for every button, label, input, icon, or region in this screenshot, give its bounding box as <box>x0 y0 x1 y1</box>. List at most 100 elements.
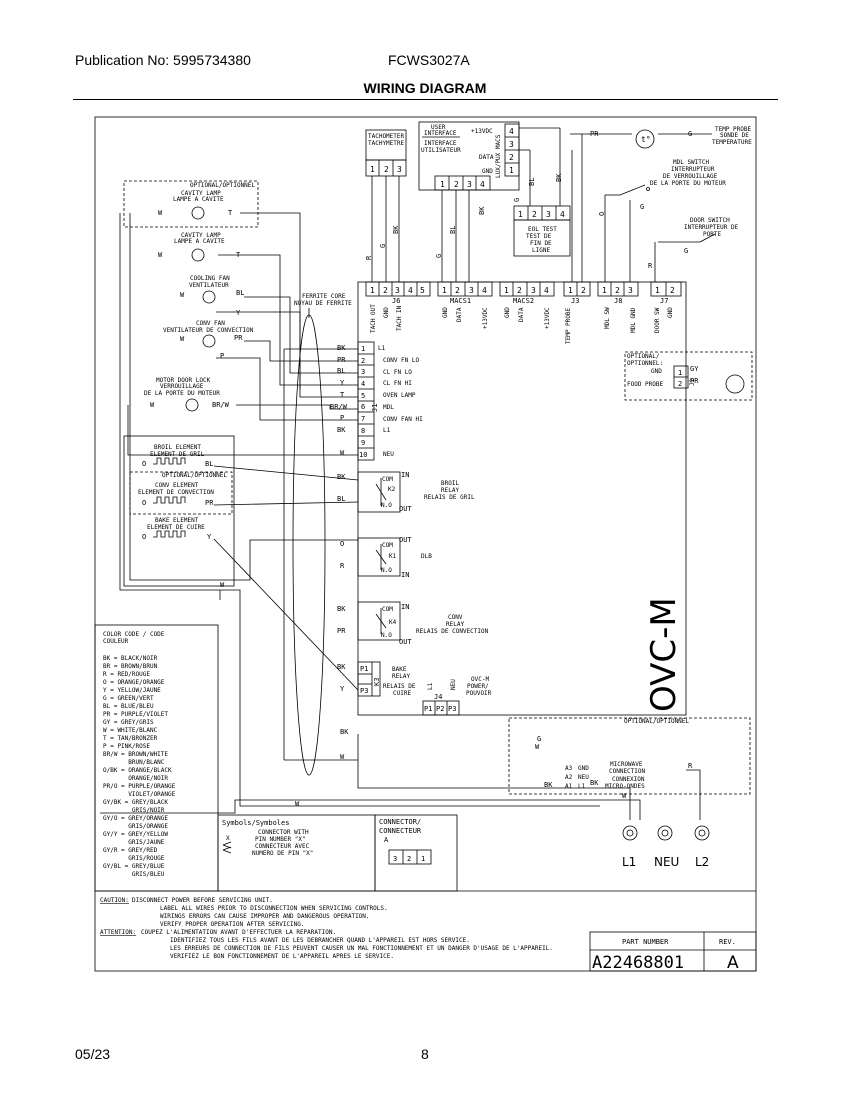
svg-text:BK: BK <box>337 663 346 671</box>
svg-text:GRIS/ORANGE: GRIS/ORANGE <box>103 823 168 830</box>
svg-text:GND: GND <box>383 307 390 318</box>
svg-text:COM: COM <box>382 476 393 483</box>
svg-text:NEU: NEU <box>383 451 394 458</box>
mdl-switch: MDL SWITCH INTERRUPTEUR DE VERROUILLAGE … <box>604 159 726 282</box>
svg-text:CONNECTOR WITH: CONNECTOR WITH <box>258 829 309 836</box>
svg-text:GRIS/JAUNE: GRIS/JAUNE <box>103 839 165 846</box>
svg-text:P3: P3 <box>448 705 456 713</box>
bake-relay: P1 P3 K3 BAKE RELAY RELAIS DE CUIRE BK Y <box>337 661 416 697</box>
svg-text:G: G <box>684 247 688 255</box>
svg-text:CONV ELEMENT: CONV ELEMENT <box>155 482 199 489</box>
svg-text:BK: BK <box>555 173 563 182</box>
svg-text:NEU: NEU <box>654 855 679 869</box>
svg-text:BK: BK <box>392 225 400 234</box>
svg-text:PORTE: PORTE <box>703 231 721 238</box>
svg-text:BL: BL <box>236 289 244 297</box>
svg-text:DATA: DATA <box>479 154 494 161</box>
svg-text:K2: K2 <box>388 486 396 493</box>
svg-text:G: G <box>640 203 644 211</box>
dlb-relay: COM K1 N.O OUT IN DLB O R <box>340 536 432 579</box>
svg-text:3: 3 <box>531 286 536 295</box>
svg-text:1: 1 <box>421 855 425 863</box>
svg-text:LES ERREURS DE CONNECTION DE F: LES ERREURS DE CONNECTION DE FILS PEUVEN… <box>170 945 553 952</box>
motor-door-lock: MOTOR DOOR LOCK VERROUILLAGE DE LA PORTE… <box>144 377 230 412</box>
svg-text:BK: BK <box>337 605 346 613</box>
j4-connector: P1 P2 P3 J4 L1 NEU OVC-M POWER/ POUVOIR <box>422 676 492 716</box>
svg-text:RELAIS DE: RELAIS DE <box>383 683 416 690</box>
svg-text:CAUTION:: CAUTION: <box>100 897 129 904</box>
svg-text:P1: P1 <box>424 705 432 713</box>
svg-text:FOOD PROBE: FOOD PROBE <box>627 381 664 388</box>
svg-text:J4: J4 <box>434 693 442 701</box>
svg-text:MDL: MDL <box>383 404 394 411</box>
svg-text:A1: A1 <box>565 783 573 790</box>
svg-text:CL FN LO: CL FN LO <box>383 369 412 376</box>
svg-text:W = WHITE/BLANC: W = WHITE/BLANC <box>103 727 158 734</box>
svg-text:O: O <box>340 540 344 548</box>
svg-text:TEST DE: TEST DE <box>526 233 552 240</box>
svg-text:POWER/: POWER/ <box>467 683 489 690</box>
svg-text:4: 4 <box>509 127 514 136</box>
svg-text:RELAY: RELAY <box>441 487 459 494</box>
svg-text:J8: J8 <box>614 297 622 305</box>
svg-text:BAKE ELEMENT: BAKE ELEMENT <box>155 517 199 524</box>
svg-text:GND: GND <box>504 307 511 318</box>
svg-text:P1: P1 <box>360 665 368 673</box>
svg-text:A: A <box>727 953 739 973</box>
svg-text:A: A <box>384 836 389 844</box>
svg-text:2: 2 <box>407 855 411 863</box>
svg-text:BL: BL <box>205 460 213 468</box>
svg-text:G: G <box>435 254 443 258</box>
svg-text:4: 4 <box>361 380 365 388</box>
svg-text:W: W <box>340 449 345 457</box>
svg-text:MACS2: MACS2 <box>513 297 534 305</box>
svg-text:3: 3 <box>393 855 397 863</box>
svg-text:3: 3 <box>395 286 400 295</box>
svg-text:VENTILATEUR DE CONVECTION: VENTILATEUR DE CONVECTION <box>163 327 254 334</box>
svg-text:1: 1 <box>504 286 509 295</box>
svg-text:TEMP PROBE: TEMP PROBE <box>565 307 572 344</box>
cavity-lamp: CAVITY LAMP LAMPE A CAVITE W T <box>158 232 241 262</box>
ferrite-core: FERRITE CORE NOYAU DE FERRITE <box>292 293 352 776</box>
svg-text:NEU: NEU <box>450 679 457 690</box>
svg-text:IN: IN <box>401 571 409 579</box>
svg-text:VIOLET/ORANGE: VIOLET/ORANGE <box>103 791 176 798</box>
svg-text:BK: BK <box>478 206 486 215</box>
svg-text:6: 6 <box>361 403 365 411</box>
svg-text:RELAIS DE CONVECTION: RELAIS DE CONVECTION <box>416 628 489 635</box>
svg-text:MDL GND: MDL GND <box>630 307 637 333</box>
cavity-lamp-optional: OPTIONAL/OPTIONNEL CAVITY LAMP LAMPE A C… <box>123 180 259 228</box>
svg-text:Y = YELLOW/JAUNE: Y = YELLOW/JAUNE <box>103 687 161 694</box>
symbols-box: Symbols/Symboles X CONNECTOR WITH PIN NU… <box>217 814 376 892</box>
svg-text:OPTIONAL/: OPTIONAL/ <box>627 353 660 360</box>
bake-element: BAKE ELEMENT ELEMENT DE CUIRE O Y <box>142 517 212 541</box>
svg-text:MACS1: MACS1 <box>450 297 471 305</box>
svg-text:TACHOMETER: TACHOMETER <box>368 133 405 140</box>
svg-text:X: X <box>226 835 230 842</box>
svg-text:BAKE: BAKE <box>392 666 407 673</box>
svg-text:IN: IN <box>401 603 409 611</box>
svg-text:BR/W: BR/W <box>330 403 348 411</box>
svg-text:LIGNE: LIGNE <box>532 247 550 254</box>
svg-text:NEU: NEU <box>578 774 589 781</box>
svg-text:PR = PURPLE/VIOLET: PR = PURPLE/VIOLET <box>103 711 168 718</box>
svg-text:USER: USER <box>431 124 446 131</box>
svg-text:PIN NUMBER "X": PIN NUMBER "X" <box>255 836 306 843</box>
svg-text:G: G <box>513 198 521 202</box>
conv-relay: COM K4 N.O IN OUT CONV RELAY RELAIS DE C… <box>337 601 489 646</box>
svg-text:2: 2 <box>509 153 514 162</box>
svg-text:G: G <box>379 244 387 248</box>
svg-text:P2: P2 <box>436 705 444 713</box>
svg-text:O = ORANGE/ORANGE: O = ORANGE/ORANGE <box>103 679 165 686</box>
svg-text:R: R <box>365 255 373 260</box>
svg-text:1: 1 <box>602 286 607 295</box>
svg-text:2: 2 <box>454 180 459 189</box>
svg-text:MOTOR DOOR LOCK: MOTOR DOOR LOCK <box>156 377 211 384</box>
conv-fan: CONV FAN VENTILATEUR DE CONVECTION W PR … <box>163 320 254 360</box>
svg-text:Y: Y <box>340 685 345 693</box>
svg-text:+13VDC: +13VDC <box>482 307 489 329</box>
svg-text:BROIL: BROIL <box>441 480 459 487</box>
svg-text:4: 4 <box>544 286 549 295</box>
microwave-connection: OPTIONAL/OPTIONNEL MICROWAVE CONNECTION … <box>508 717 751 795</box>
